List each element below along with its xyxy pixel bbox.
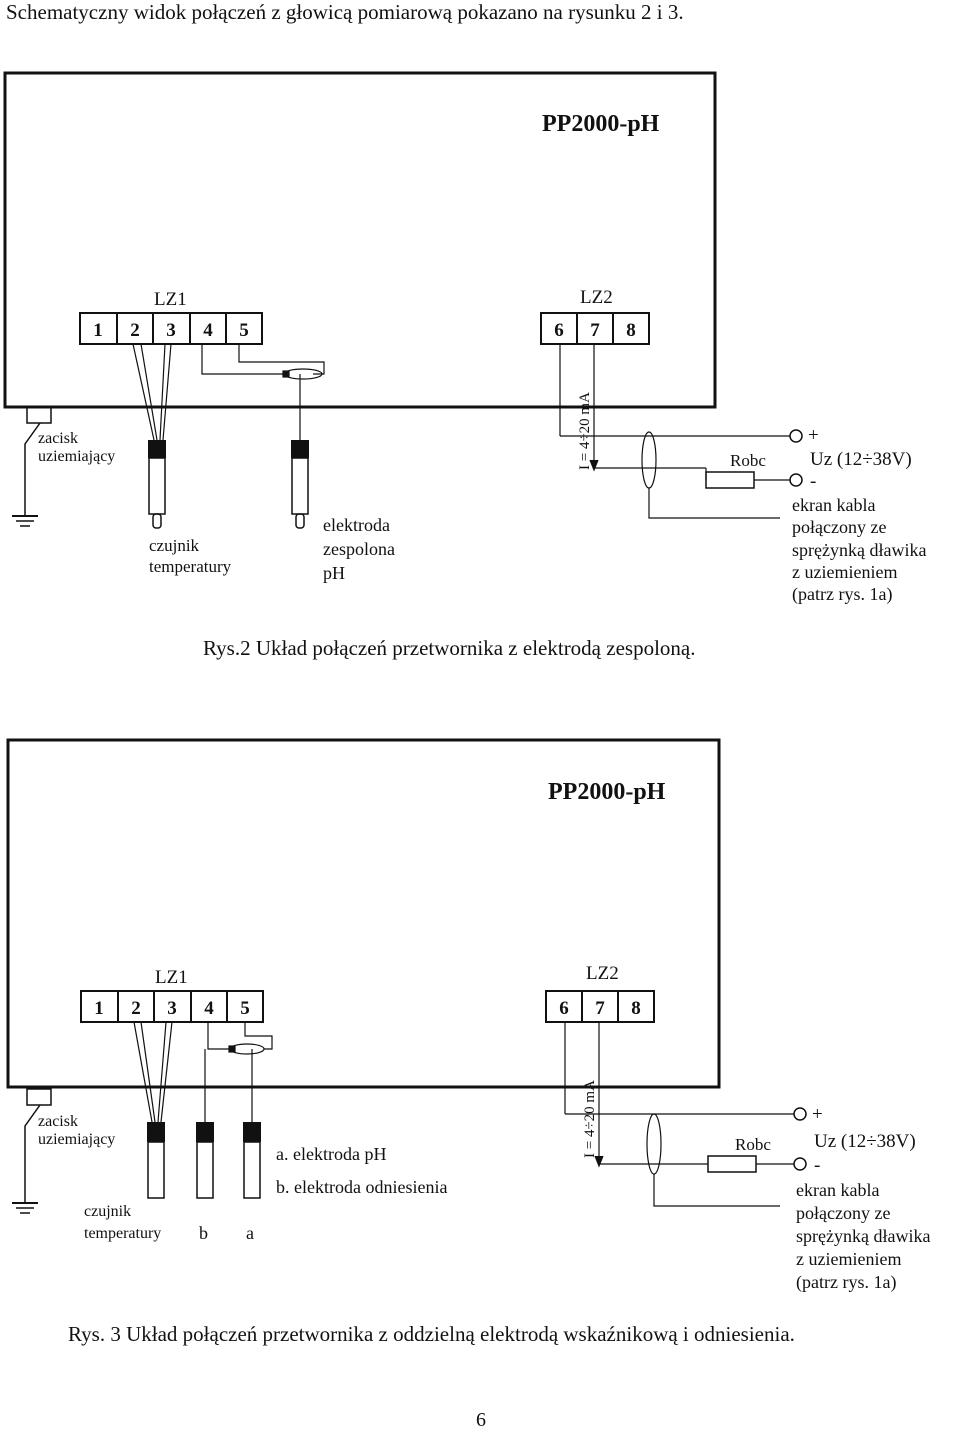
device-title: PP2000-pH — [548, 779, 666, 805]
ground-clamp-label-2: uziemiający — [38, 1131, 115, 1148]
resistor-label: Robc — [735, 1135, 771, 1154]
electrode-label-1: elektroda — [323, 515, 390, 535]
terminal-2: 2 — [131, 998, 141, 1019]
electrode-cable — [204, 1022, 273, 1122]
electrode-label-3: pH — [323, 563, 345, 583]
figure-3-labels: PP2000-pH LZ1 LZ2 1 2 3 4 5 6 7 8 I = 4÷… — [38, 779, 930, 1293]
lz1-label: LZ1 — [154, 289, 187, 310]
legend-a: a. elektroda pH — [276, 1144, 386, 1164]
combined-electrode-probe — [291, 440, 309, 529]
ground-clamp-label-2: uziemiający — [38, 448, 115, 465]
figure-3 — [6, 738, 807, 1214]
terminal-8: 8 — [626, 320, 636, 341]
terminal-5: 5 — [240, 998, 250, 1019]
output-loop — [559, 344, 803, 519]
plus-terminal: + — [812, 1104, 823, 1125]
device-title: PP2000-pH — [542, 111, 660, 137]
transmitter-housing — [3, 71, 717, 409]
current-label: I = 4÷20 mA — [582, 1080, 598, 1158]
figure-2 — [3, 71, 803, 529]
shield-label-4: z uziemieniem — [792, 562, 897, 582]
lz2-label: LZ2 — [580, 287, 613, 308]
minus-terminal: - — [810, 471, 816, 492]
temp-sensor-label-1: czujnik — [149, 536, 200, 555]
terminal-7: 7 — [595, 998, 605, 1019]
terminal-2: 2 — [130, 320, 140, 341]
terminal-4: 4 — [203, 320, 213, 341]
transmitter-housing — [6, 738, 721, 1089]
probe-a-label: a — [246, 1223, 254, 1243]
reference-electrode-probe — [196, 1122, 214, 1199]
probe-b-label: b — [199, 1223, 208, 1243]
temp-sensor-label-1: czujnik — [84, 1203, 131, 1220]
shield-label-3: sprężynką dławika — [796, 1226, 930, 1246]
terminal-8: 8 — [631, 998, 641, 1019]
terminal-1: 1 — [94, 998, 104, 1019]
shield-label-5: (patrz rys. 1a) — [792, 584, 892, 605]
shield-label-1: ekran kabla — [792, 495, 875, 515]
lz1-label: LZ1 — [155, 967, 188, 988]
shield-label-2: połączony ze — [792, 517, 886, 537]
figure-2-caption: Rys.2 Układ połączeń przetwornika z elek… — [203, 636, 696, 660]
terminal-6: 6 — [554, 320, 564, 341]
lz2-label: LZ2 — [586, 963, 619, 984]
terminal-4: 4 — [204, 998, 214, 1019]
electrode-cable — [201, 344, 325, 440]
shield-label-5: (patrz rys. 1a) — [796, 1272, 896, 1293]
lz2-terminal-block — [540, 312, 650, 345]
legend-b: b. elektroda odniesienia — [276, 1177, 447, 1197]
figure-3-caption: Rys. 3 Układ połączeń przetwornika z odd… — [68, 1322, 795, 1346]
intro-text: Schematyczny widok połączeń z głowicą po… — [6, 0, 684, 24]
plus-terminal: + — [808, 425, 819, 446]
shield-label-2: połączony ze — [796, 1203, 890, 1223]
terminal-5: 5 — [239, 320, 249, 341]
temp-sensor-wires — [133, 1021, 173, 1123]
page-number: 6 — [476, 1409, 486, 1431]
minus-terminal: - — [814, 1155, 820, 1176]
temp-sensor-probe — [147, 1122, 165, 1199]
temp-sensor-label-2: temperatury — [84, 1225, 161, 1242]
shield-label-4: z uziemieniem — [796, 1249, 901, 1269]
terminal-1: 1 — [93, 320, 103, 341]
figure-2-labels: PP2000-pH LZ1 LZ2 1 2 3 4 5 6 7 8 I = 4÷… — [38, 111, 926, 605]
current-label: I = 4÷20 mA — [577, 392, 593, 470]
resistor-label: Robc — [730, 451, 766, 470]
terminal-3: 3 — [167, 998, 177, 1019]
terminal-3: 3 — [166, 320, 176, 341]
supply-label: Uz (12÷38V) — [810, 449, 912, 470]
terminal-6: 6 — [559, 998, 569, 1019]
output-loop — [564, 1022, 807, 1207]
ground-clamp — [12, 406, 52, 527]
temp-sensor-label-2: temperatury — [149, 557, 232, 576]
ground-clamp-label-1: zacisk — [38, 430, 78, 447]
lz2-terminal-block — [545, 990, 655, 1023]
supply-label: Uz (12÷38V) — [814, 1131, 916, 1152]
electrode-label-2: zespolona — [323, 539, 395, 559]
shield-label-1: ekran kabla — [796, 1180, 879, 1200]
temp-sensor-probe — [148, 440, 166, 529]
shield-label-3: sprężynką dławika — [792, 540, 926, 560]
terminal-7: 7 — [590, 320, 600, 341]
ph-electrode-probe — [243, 1122, 261, 1199]
ground-clamp-label-1: zacisk — [38, 1113, 78, 1130]
temp-sensor-wires — [132, 343, 172, 441]
ground-clamp — [12, 1088, 52, 1214]
